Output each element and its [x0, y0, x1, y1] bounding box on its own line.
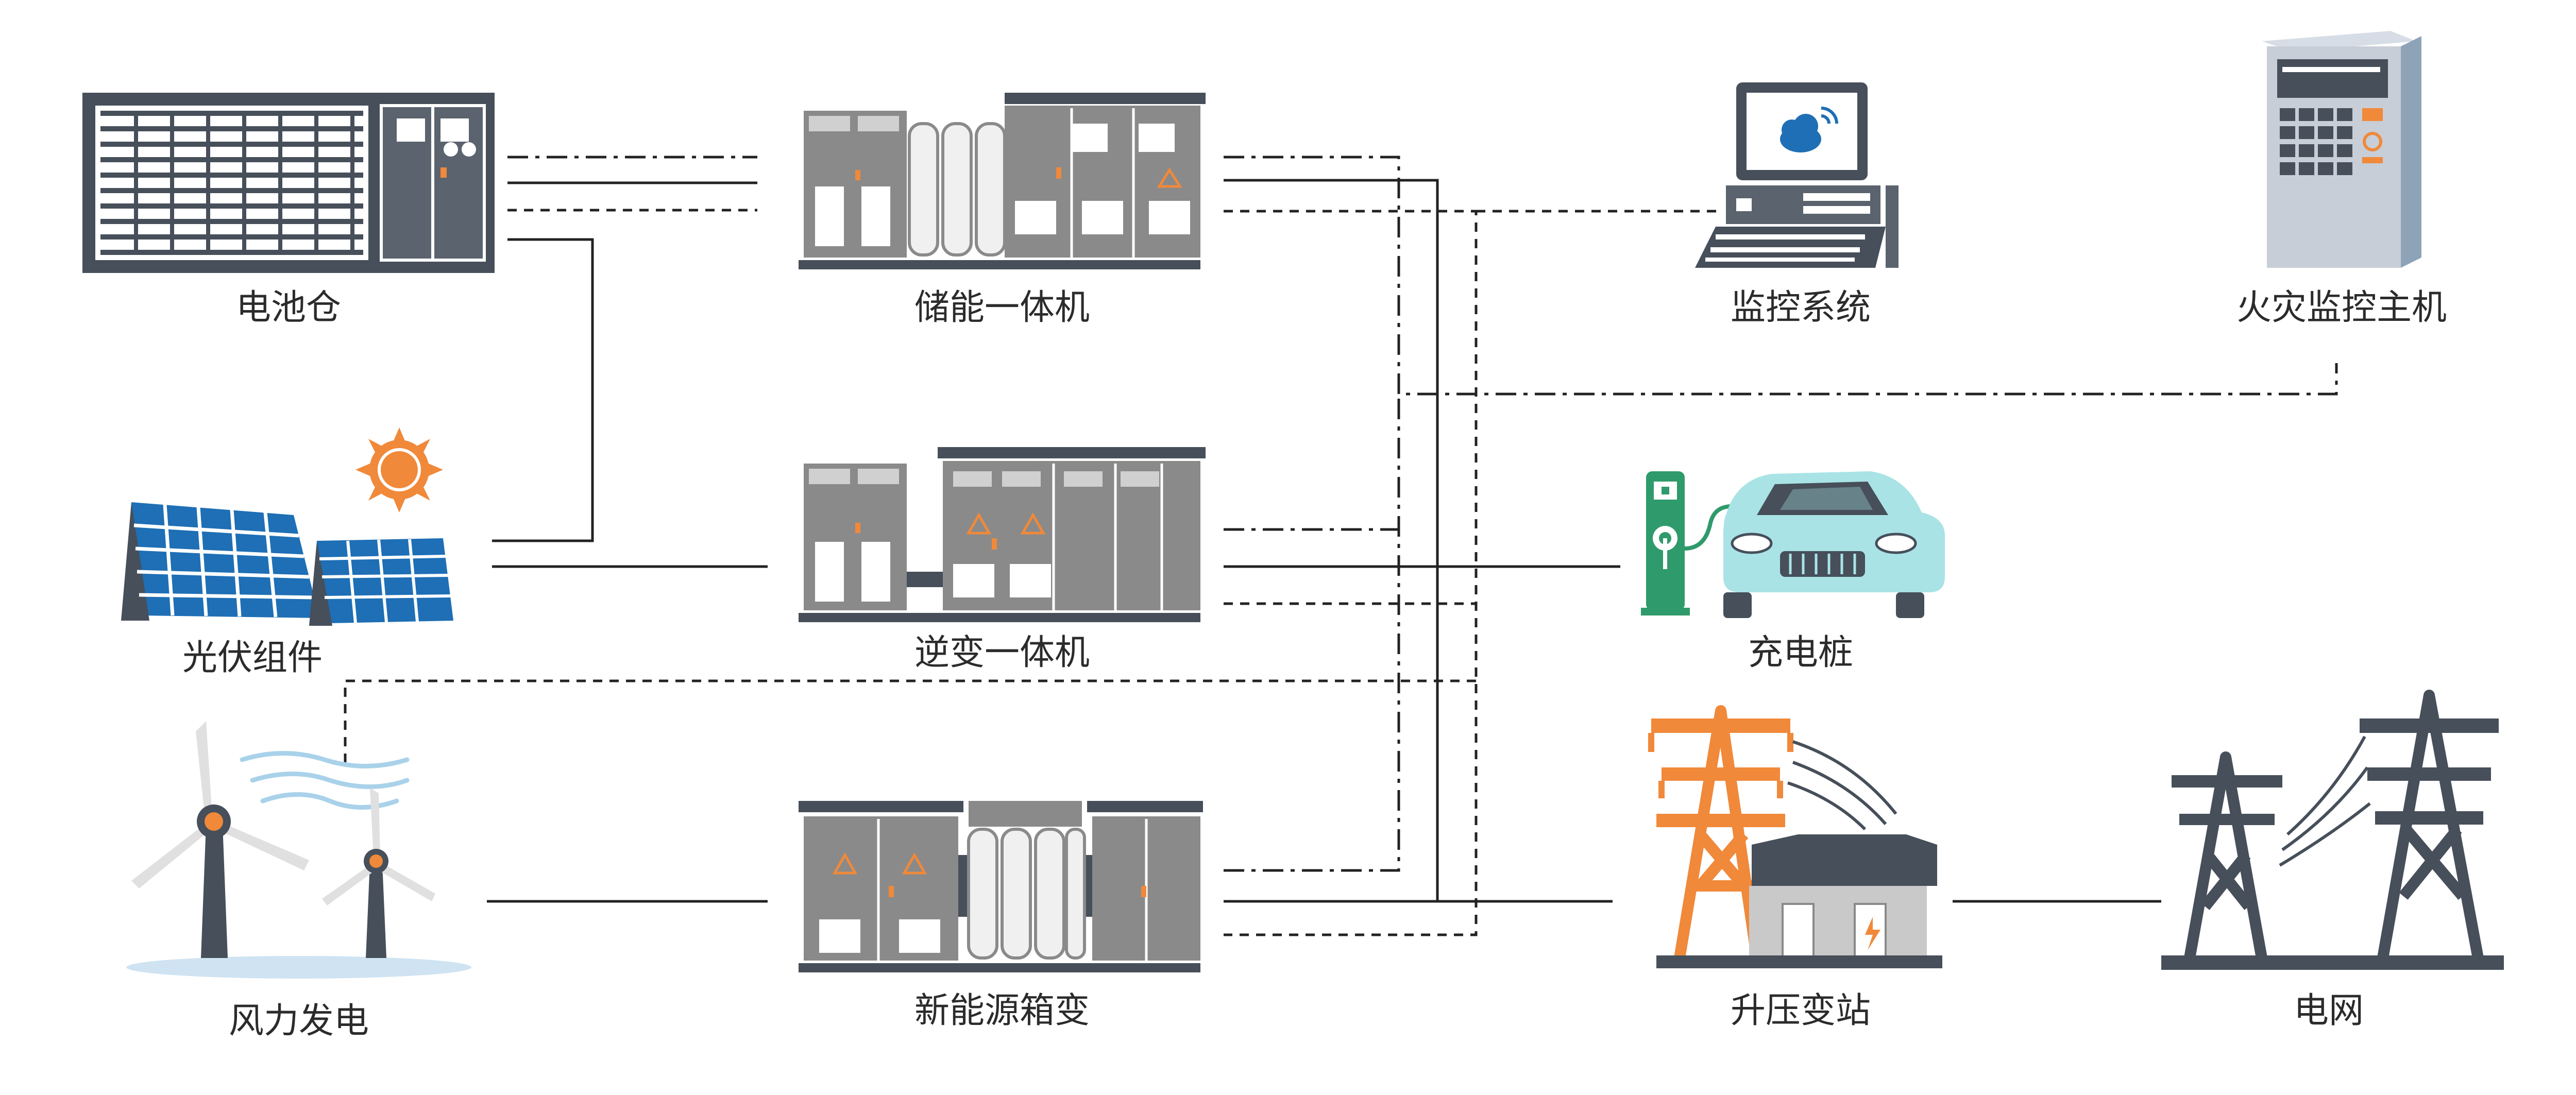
storage-machine-icon [799, 93, 1206, 269]
connections [344, 156, 2338, 936]
wind-turbine-icon [126, 721, 471, 979]
charging-pile-label: 充电桩 [1748, 632, 1853, 673]
wind-power-label: 风力发电 [229, 1001, 369, 1041]
monitor-computer-icon [1695, 82, 1899, 268]
inverter-unit-label: 逆变一体机 [914, 632, 1090, 673]
pv-module-label: 光伏组件 [182, 638, 323, 678]
booster-tower-icon [1648, 705, 1942, 968]
solar-panel-icon [121, 502, 453, 626]
battery-cabin-label: 电池仓 [236, 287, 341, 328]
power-grid-label: 电网 [2294, 990, 2364, 1031]
sun-icon [355, 427, 443, 512]
new-energy-box-transformer-label: 新能源箱变 [914, 990, 1090, 1031]
grid-tower-icon [2161, 690, 2504, 970]
fire-host-cabinet-icon [2262, 31, 2421, 268]
electric-car-icon [1723, 471, 1945, 618]
fire-monitor-host-label: 火灾监控主机 [2236, 287, 2447, 328]
charging-station-icon [1641, 471, 1742, 615]
box-transformer-icon [799, 801, 1203, 972]
booster-station-label: 升压变站 [1731, 990, 1871, 1031]
battery-cabinet-icon [82, 93, 495, 273]
inverter-machine-icon [799, 447, 1206, 622]
monitoring-system-label: 监控系统 [1731, 287, 1871, 328]
storage-unit-label: 储能一体机 [914, 287, 1090, 328]
